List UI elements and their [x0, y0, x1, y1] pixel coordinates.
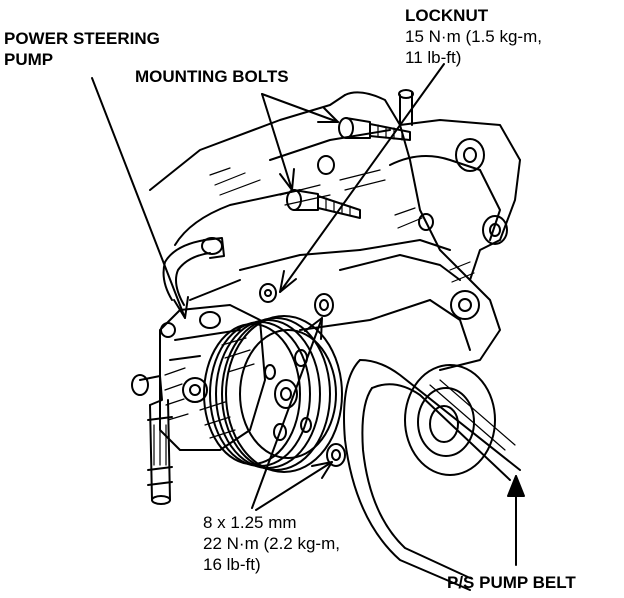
- power-steering-pump-label-line1: POWER STEERING: [4, 29, 160, 48]
- pressure-hose: [162, 237, 225, 306]
- middle-mounting-bolt: [286, 189, 361, 219]
- pivot-bolts: [314, 293, 346, 467]
- locknut-spec-line2: 11 lb-ft): [405, 48, 462, 67]
- pump-belt: [343, 359, 521, 591]
- bolt-spec-line3: 16 lb-ft): [203, 555, 261, 574]
- bracket-nuts: [259, 155, 434, 303]
- engine-bracket: [149, 89, 521, 371]
- bolt-spec-line2: 22 N·m (2.2 kg-m,: [203, 534, 340, 553]
- power-steering-pump-label: POWER STEERING PUMP: [4, 28, 160, 70]
- bolt-spec-label: 8 x 1.25 mm 22 N·m (2.2 kg-m, 16 lb-ft): [203, 512, 340, 575]
- leader-lines: [91, 63, 525, 566]
- mounting-bolts-label: MOUNTING BOLTS: [135, 67, 289, 86]
- locknut-spec-line1: 15 N·m (1.5 kg-m,: [405, 27, 542, 46]
- locknut-title: LOCKNUT: [405, 6, 489, 25]
- power-steering-pump-label-line2: PUMP: [4, 50, 54, 69]
- inlet-pipe: [131, 374, 173, 505]
- locknut-label: LOCKNUT 15 N·m (1.5 kg-m, 11 lb-ft): [405, 5, 542, 68]
- ps-pump-belt-label: P/S PUMP BELT: [447, 573, 576, 592]
- bolt-spec-line1: 8 x 1.25 mm: [203, 513, 297, 532]
